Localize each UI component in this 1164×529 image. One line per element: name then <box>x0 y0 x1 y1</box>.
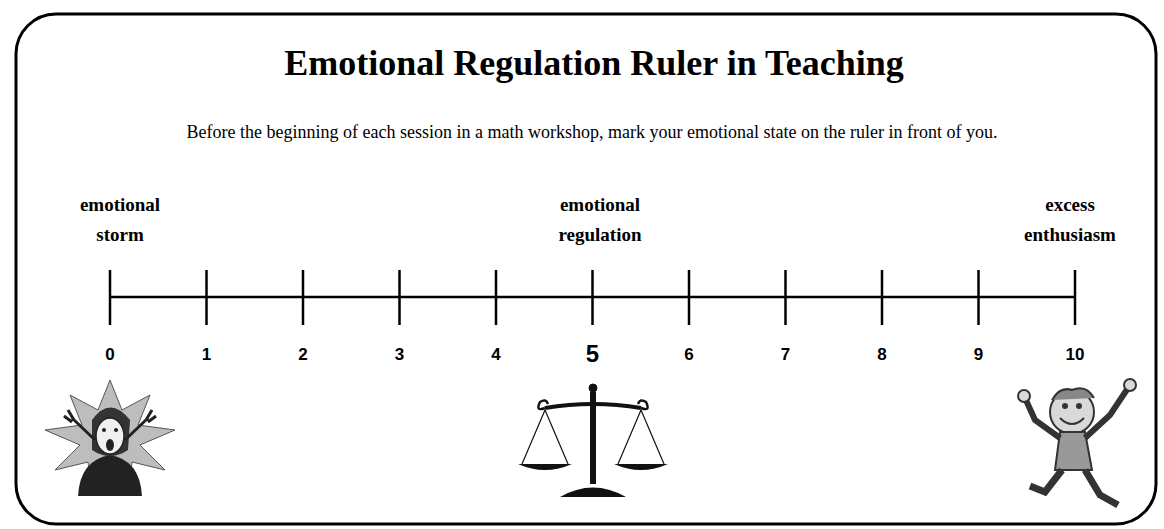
storm-figure <box>45 380 175 496</box>
tick-number: 6 <box>684 345 693 365</box>
scale-end-label: excess enthusiasm <box>1008 190 1132 250</box>
tick-number: 8 <box>877 345 886 365</box>
tick-number: 9 <box>974 345 983 365</box>
scale-middle-label: emotional regulation <box>541 190 659 250</box>
ruler-line <box>110 270 1075 325</box>
joy-figure <box>1018 379 1136 505</box>
tick-number: 1 <box>202 345 211 365</box>
frame-border <box>16 14 1156 524</box>
tick-number: 5 <box>586 340 599 368</box>
tick-number: 2 <box>298 345 307 365</box>
tick-number: 0 <box>105 345 114 365</box>
diagram-title: Emotional Regulation Ruler in Teaching <box>284 42 903 84</box>
instruction-text: Before the beginning of each session in … <box>187 122 998 143</box>
balance-scale <box>518 384 668 497</box>
tick-number: 10 <box>1066 345 1085 365</box>
tick-number: 4 <box>491 345 500 365</box>
tick-number: 7 <box>781 345 790 365</box>
scale-end-label: emotional storm <box>61 190 179 250</box>
tick-number: 3 <box>395 345 404 365</box>
